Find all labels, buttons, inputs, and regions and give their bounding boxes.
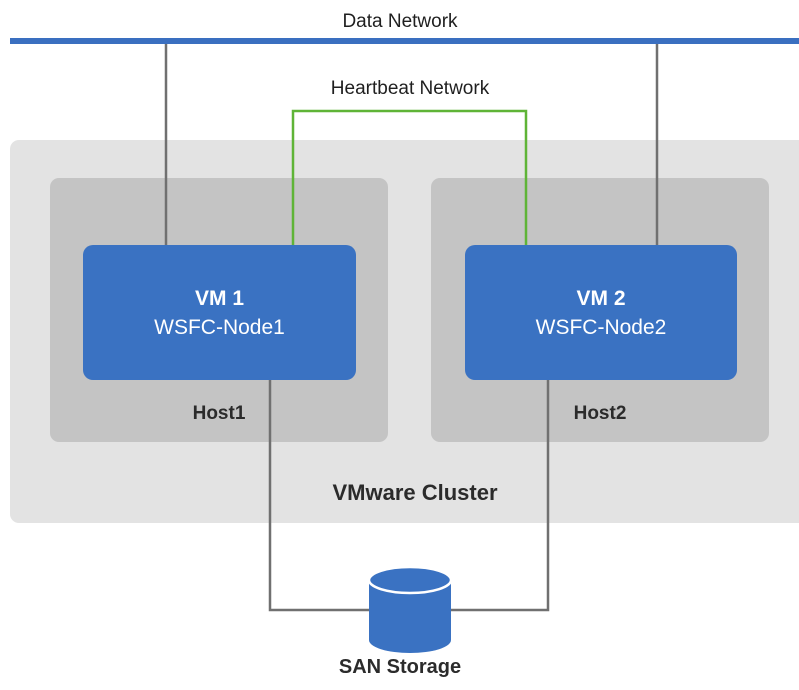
storage-link-vm1 (268, 380, 370, 612)
storage-link-vm2 (451, 380, 550, 612)
vm-1: VM 1 WSFC-Node1 (83, 245, 356, 380)
host-1-label: Host1 (192, 403, 246, 424)
vm-1-node: WSFC-Node1 (154, 316, 285, 339)
host-2-label: Host2 (573, 403, 627, 424)
heartbeat-link (291, 109, 528, 245)
san-storage-icon (367, 565, 453, 653)
data-network-label: Data Network (342, 11, 458, 32)
data-network-bar (10, 38, 799, 44)
cluster-label: VMware Cluster (332, 480, 498, 505)
vm-2-name: VM 2 (576, 287, 626, 310)
vm-2: VM 2 WSFC-Node2 (465, 245, 737, 380)
heartbeat-network-label: Heartbeat Network (330, 78, 490, 99)
san-storage-label: SAN Storage (338, 656, 462, 678)
vm-1-name: VM 1 (194, 287, 244, 310)
vm-2-node: WSFC-Node2 (535, 316, 667, 339)
